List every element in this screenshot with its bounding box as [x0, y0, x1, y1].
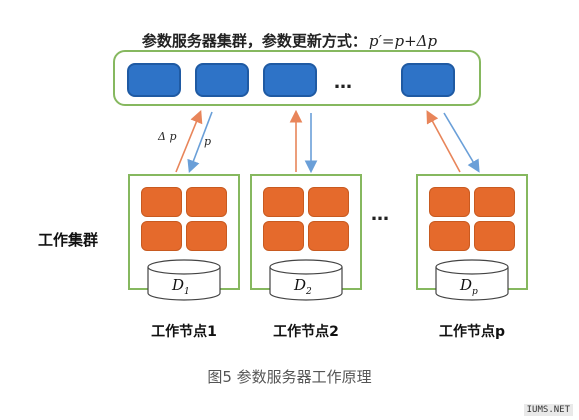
push-arrow — [175, 110, 203, 173]
watermark: IUMS.NET — [523, 404, 573, 416]
data-disk-p — [435, 259, 509, 301]
worker-ellipsis: … — [371, 204, 391, 225]
worker-cluster-label: 工作集群 — [38, 231, 99, 249]
task-block — [308, 221, 349, 251]
task-block — [186, 187, 227, 217]
task-block — [429, 187, 470, 217]
task-block — [263, 187, 304, 217]
data-disk-1 — [147, 259, 221, 301]
diagram-title: 参数服务器集群，参数更新方式：p′=p+Δp — [0, 30, 579, 51]
task-block — [474, 187, 515, 217]
server-block — [127, 63, 181, 97]
pull-label: p — [204, 135, 212, 148]
push-label: Δ p — [158, 130, 177, 143]
task-block — [429, 221, 470, 251]
disk-label-1: D1 — [172, 276, 190, 297]
title-formula: p′=p+Δp — [368, 32, 438, 50]
node-label-2: 工作节点2 — [273, 324, 339, 340]
task-block — [141, 187, 182, 217]
server-block — [195, 63, 249, 97]
pull-arrow — [187, 111, 213, 173]
task-block — [474, 221, 515, 251]
data-disk-2 — [269, 259, 343, 301]
disk-label-p: Dp — [460, 276, 478, 297]
pull-arrow — [443, 112, 480, 173]
figure-caption: 图5 参数服务器工作原理 — [207, 368, 372, 386]
disk-label-2: D2 — [294, 276, 312, 297]
title-text: 参数服务器集群，参数更新方式： — [141, 32, 367, 50]
node-label-p: 工作节点p — [438, 324, 506, 340]
task-block — [308, 187, 349, 217]
task-block — [141, 221, 182, 251]
server-ellipsis: … — [334, 72, 354, 93]
server-block — [263, 63, 317, 97]
server-block — [401, 63, 455, 97]
task-block — [263, 221, 304, 251]
push-arrow — [426, 110, 461, 173]
task-block — [186, 221, 227, 251]
node-label-1: 工作节点1 — [151, 324, 217, 340]
